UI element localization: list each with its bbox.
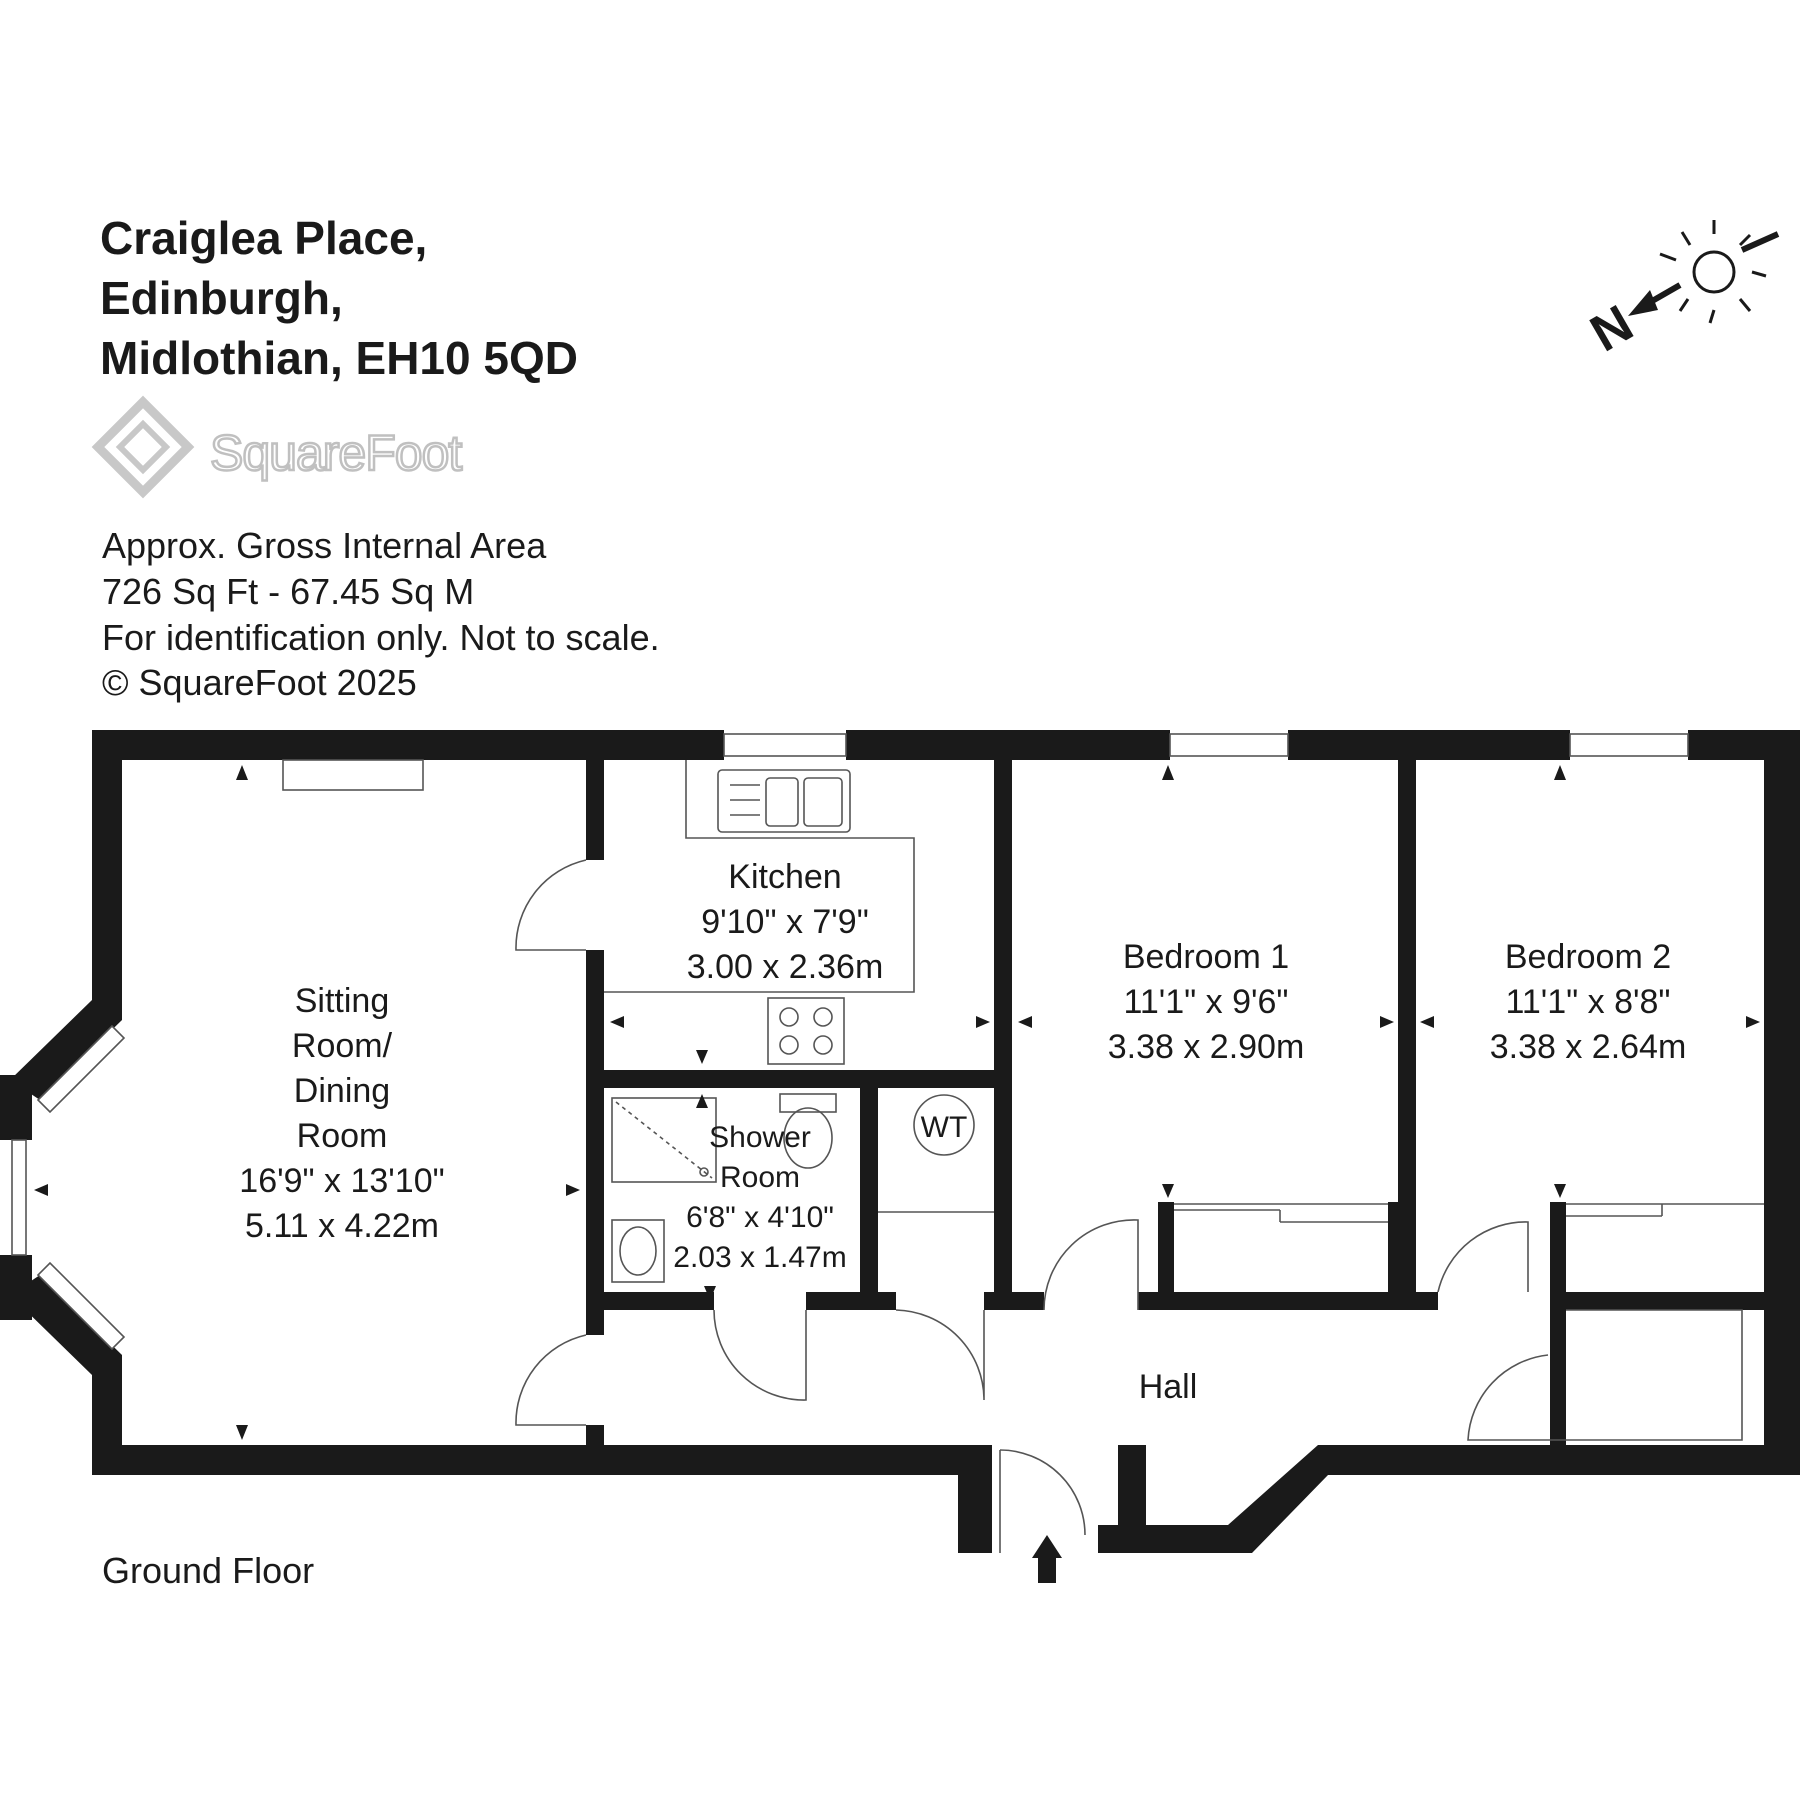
room-label-hall: Hall bbox=[1139, 1368, 1198, 1406]
kitchen-counter bbox=[604, 760, 915, 993]
exterior-walls bbox=[0, 730, 1800, 1553]
room-label-bedroom1: Bedroom 1 11'1" x 9'6" 3.38 x 2.90m bbox=[1108, 938, 1305, 1066]
svg-text:6'8" x 4'10": 6'8" x 4'10" bbox=[686, 1201, 834, 1234]
wardrobe-bedroom1 bbox=[1174, 1203, 1388, 1223]
svg-text:11'1" x 9'6": 11'1" x 9'6" bbox=[1123, 983, 1288, 1021]
svg-text:5.11 x 4.22m: 5.11 x 4.22m bbox=[245, 1207, 439, 1245]
area-label: Approx. Gross Internal Area bbox=[102, 525, 547, 566]
area-value: 726 Sq Ft - 67.45 Sq M bbox=[102, 571, 474, 612]
room-label-kitchen: Kitchen 9'10" x 7'9" 3.00 x 2.36m bbox=[687, 858, 884, 986]
svg-text:Bedroom 1: Bedroom 1 bbox=[1123, 938, 1289, 976]
water-tank-icon bbox=[913, 1094, 975, 1156]
north-arrow-icon bbox=[1628, 282, 1682, 316]
interior-walls bbox=[586, 760, 1800, 1475]
svg-text:Bedroom 2: Bedroom 2 bbox=[1505, 938, 1671, 976]
north-letter: N bbox=[1581, 294, 1643, 363]
shower-tray-icon bbox=[611, 1097, 717, 1183]
svg-text:Sitting: Sitting bbox=[295, 982, 390, 1020]
room-label-shower: Shower Room 6'8" x 4'10" 2.03 x 1.47m bbox=[673, 1121, 846, 1274]
address-line-1: Craiglea Place, bbox=[100, 212, 427, 264]
fireplace-icon bbox=[282, 759, 424, 791]
hall-cupboard bbox=[1548, 1309, 1743, 1441]
entrance-arrow-icon bbox=[1032, 1535, 1062, 1583]
toilet-icon bbox=[779, 1093, 837, 1169]
svg-text:Room: Room bbox=[720, 1161, 800, 1194]
room-label-bedroom2: Bedroom 2 11'1" x 8'8" 3.38 x 2.64m bbox=[1490, 938, 1687, 1066]
svg-text:9'10" x 7'9": 9'10" x 7'9" bbox=[701, 903, 869, 941]
svg-text:3.38 x 2.64m: 3.38 x 2.64m bbox=[1490, 1028, 1687, 1066]
svg-text:Room/: Room/ bbox=[292, 1027, 393, 1065]
hob-icon bbox=[767, 997, 845, 1065]
svg-text:3.38 x 2.90m: 3.38 x 2.90m bbox=[1108, 1028, 1305, 1066]
floor-label: Ground Floor bbox=[102, 1550, 314, 1591]
basin-icon bbox=[611, 1219, 665, 1283]
svg-text:Shower: Shower bbox=[709, 1121, 811, 1154]
svg-text:Kitchen: Kitchen bbox=[728, 858, 841, 896]
svg-text:Room: Room bbox=[297, 1117, 388, 1155]
room-label-wt: WT bbox=[921, 1111, 968, 1144]
svg-text:3.00 x 2.36m: 3.00 x 2.36m bbox=[687, 948, 884, 986]
room-label-sitting: Sitting Room/ Dining Room 16'9" x 13'10"… bbox=[239, 982, 444, 1245]
dimension-markers bbox=[34, 765, 1760, 1440]
wardrobe-bedroom2 bbox=[1566, 1203, 1764, 1217]
svg-text:2.03 x 1.47m: 2.03 x 1.47m bbox=[673, 1241, 846, 1274]
address-line-3: Midlothian, EH10 5QD bbox=[100, 332, 578, 384]
svg-text:16'9" x 13'10": 16'9" x 13'10" bbox=[239, 1162, 444, 1200]
address-line-2: Edinburgh, bbox=[100, 272, 343, 324]
top-windows bbox=[723, 733, 1689, 757]
door-swings bbox=[515, 859, 1549, 1553]
brand-name: SquareFoot bbox=[210, 425, 462, 481]
bay-window bbox=[11, 1024, 126, 1351]
copyright-text: © SquareFoot 2025 bbox=[102, 662, 417, 703]
svg-text:11'1" x 8'8": 11'1" x 8'8" bbox=[1505, 983, 1670, 1021]
compass-sun-icon bbox=[1659, 220, 1780, 324]
disclaimer-text: For identification only. Not to scale. bbox=[102, 617, 660, 658]
squarefoot-logo-icon bbox=[91, 395, 195, 499]
svg-text:Dining: Dining bbox=[294, 1072, 390, 1110]
